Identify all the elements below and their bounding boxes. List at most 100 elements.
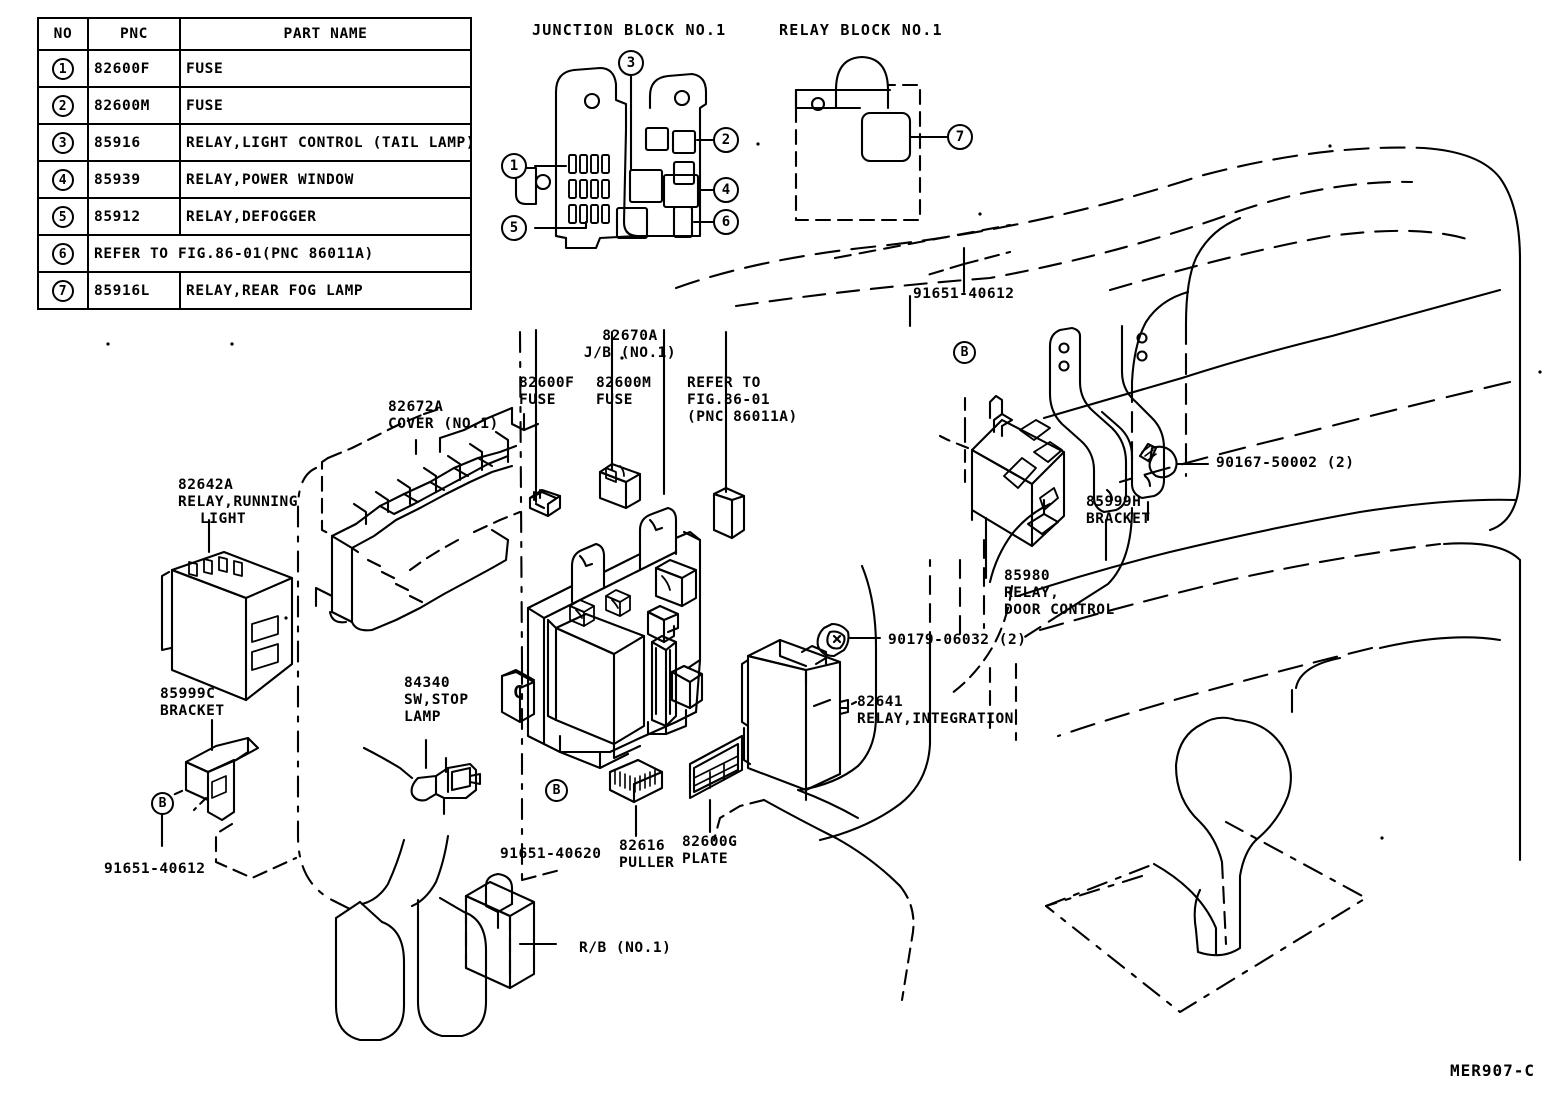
- label-running-light-code: 82642A: [178, 477, 234, 493]
- label-fuse-82600f-code: 82600F: [519, 375, 575, 391]
- label-jb-main-code: 82670A: [602, 328, 658, 344]
- harness-reference-lines: [296, 330, 1134, 1042]
- row-no-cell: 7: [37, 271, 89, 310]
- harness-curves: [360, 584, 1014, 1002]
- callout-bubble-2: 2: [713, 127, 739, 153]
- label-refer-fig-line3: (PNC 86011A): [687, 409, 798, 425]
- marker-bubble-b-left: B: [151, 792, 174, 815]
- column-header-no: NO: [37, 17, 89, 51]
- table-row: 7 85916L RELAY,REAR FOG LAMP: [37, 271, 472, 310]
- row-pnc-cell: 82600M: [87, 86, 181, 125]
- junction-block-assembly-part: [500, 328, 728, 770]
- nut-90179-part: [816, 622, 882, 658]
- callout-circle-2: 2: [52, 94, 74, 117]
- label-bracket-h-code: 85999H: [1086, 494, 1142, 510]
- plate-part: [688, 734, 744, 834]
- row-part-name-cell: FUSE: [179, 49, 472, 88]
- relay-block-illustration: [794, 55, 1012, 260]
- label-fuse-82600m-name: FUSE: [596, 392, 633, 408]
- row-no-cell: 2: [37, 86, 89, 125]
- label-plate-name: PLATE: [682, 851, 729, 867]
- row-pnc-cell: 85916: [87, 123, 181, 162]
- callout-bubble-5: 5: [501, 215, 527, 241]
- table-row: 2 82600M FUSE: [37, 86, 472, 125]
- callout-circle-3: 3: [52, 131, 74, 154]
- callout-circle-7: 7: [52, 279, 74, 302]
- label-refer-fig-line1: REFER TO: [687, 375, 761, 391]
- callout-bubble-3: 3: [618, 50, 644, 76]
- label-refer-fig-line2: FIG.86-01: [687, 392, 771, 408]
- stop-lamp-switch-part: [362, 738, 482, 816]
- label-jb-main-name: J/B (NO.1): [583, 345, 677, 361]
- label-running-light-name1: RELAY,RUNNING: [178, 494, 298, 510]
- row-part-name-cell: FUSE: [179, 86, 472, 125]
- parts-table: NO PNC PART NAME 1 82600F FUSE 2 82600M …: [37, 17, 475, 310]
- callout-bubble-4: 4: [713, 177, 739, 203]
- running-light-relay-part: [160, 518, 294, 702]
- label-bolt-center-code: 91651-40620: [500, 846, 602, 862]
- instrument-panel-contours: [674, 146, 1522, 1014]
- label-bolt-right-code: 91651-40612: [913, 286, 1015, 302]
- relay-block-no1-part: [464, 868, 562, 990]
- drawing-number: MER907-C: [1449, 1061, 1535, 1080]
- junction-block-panel-title: JUNCTION BLOCK NO.1: [532, 21, 727, 39]
- callout-circle-5: 5: [52, 205, 74, 228]
- table-header-row: NO PNC PART NAME: [37, 17, 472, 51]
- bracket-c-part: [160, 718, 298, 880]
- label-door-control-code: 85980: [1004, 568, 1051, 584]
- fuse-parts: [528, 462, 746, 540]
- callout-circle-6: 6: [52, 242, 74, 265]
- callout-circle-4: 4: [52, 168, 74, 191]
- row-pnc-cell: 85939: [87, 160, 181, 199]
- label-stop-lamp-name2: LAMP: [404, 709, 441, 725]
- row-part-name-cell: RELAY,DEFOGGER: [179, 197, 472, 236]
- callout-bubble-6: 6: [713, 209, 739, 235]
- screw-90167-part: [1138, 442, 1210, 479]
- row-no-cell: 6: [37, 234, 89, 273]
- row-pnc-cell: 85916L: [87, 271, 181, 310]
- label-bolt-left-code: 91651-40612: [104, 861, 206, 877]
- label-running-light-name2: LIGHT: [200, 511, 247, 527]
- label-plate-code: 82600G: [682, 834, 738, 850]
- table-row: 5 85912 RELAY,DEFOGGER: [37, 197, 472, 236]
- row-pnc-cell: 85912: [87, 197, 181, 236]
- table-row: 4 85939 RELAY,POWER WINDOW: [37, 160, 472, 199]
- label-stop-lamp-name1: SW,STOP: [404, 692, 469, 708]
- row-no-cell: 3: [37, 123, 89, 162]
- integration-relay-part: [740, 638, 858, 802]
- label-stop-lamp-code: 84340: [404, 675, 451, 691]
- column-header-pnc: PNC: [87, 17, 181, 51]
- label-puller-code: 82616: [619, 838, 666, 854]
- row-part-name-cell-span: REFER TO FIG.86-01(PNC 86011A): [87, 234, 472, 273]
- marker-bubble-b-right: B: [953, 341, 976, 364]
- marker-bubble-b-center: B: [545, 779, 568, 802]
- row-part-name-cell: RELAY,POWER WINDOW: [179, 160, 472, 199]
- label-relay-block-ref: R/B (NO.1): [579, 940, 672, 956]
- label-door-control-name1: RELAY,: [1004, 585, 1060, 601]
- label-cover-code: 82672A: [388, 399, 444, 415]
- row-part-name-cell: RELAY,REAR FOG LAMP: [179, 271, 472, 310]
- label-screw-code: 90167-50002 (2): [1216, 455, 1355, 471]
- callout-circle-1: 1: [52, 57, 74, 80]
- label-fuse-82600f-name: FUSE: [519, 392, 556, 408]
- door-control-relay-part: [908, 294, 1066, 580]
- column-header-part-name: PART NAME: [179, 17, 472, 51]
- row-no-cell: 4: [37, 160, 89, 199]
- junction-block-illustration: [514, 66, 715, 250]
- label-fuse-82600m-code: 82600M: [596, 375, 652, 391]
- table-row: 1 82600F FUSE: [37, 49, 472, 88]
- table-row: 6 REFER TO FIG.86-01(PNC 86011A): [37, 234, 472, 273]
- cover-part: [314, 406, 540, 632]
- row-part-name-cell: RELAY,LIGHT CONTROL (TAIL LAMP): [179, 123, 475, 162]
- label-puller-name: PULLER: [619, 855, 675, 871]
- row-no-cell: 5: [37, 197, 89, 236]
- label-bracket-c-code: 85999C: [160, 686, 216, 702]
- label-door-control-name2: DOOR CONTROL: [1004, 602, 1115, 618]
- label-bracket-h-name: BRACKET: [1086, 511, 1151, 527]
- row-pnc-cell: 82600F: [87, 49, 181, 88]
- callout-bubble-1: 1: [501, 153, 527, 179]
- table-row: 3 85916 RELAY,LIGHT CONTROL (TAIL LAMP): [37, 123, 475, 162]
- label-integration-code: 82641: [857, 694, 904, 710]
- relay-block-panel-title: RELAY BLOCK NO.1: [779, 21, 943, 39]
